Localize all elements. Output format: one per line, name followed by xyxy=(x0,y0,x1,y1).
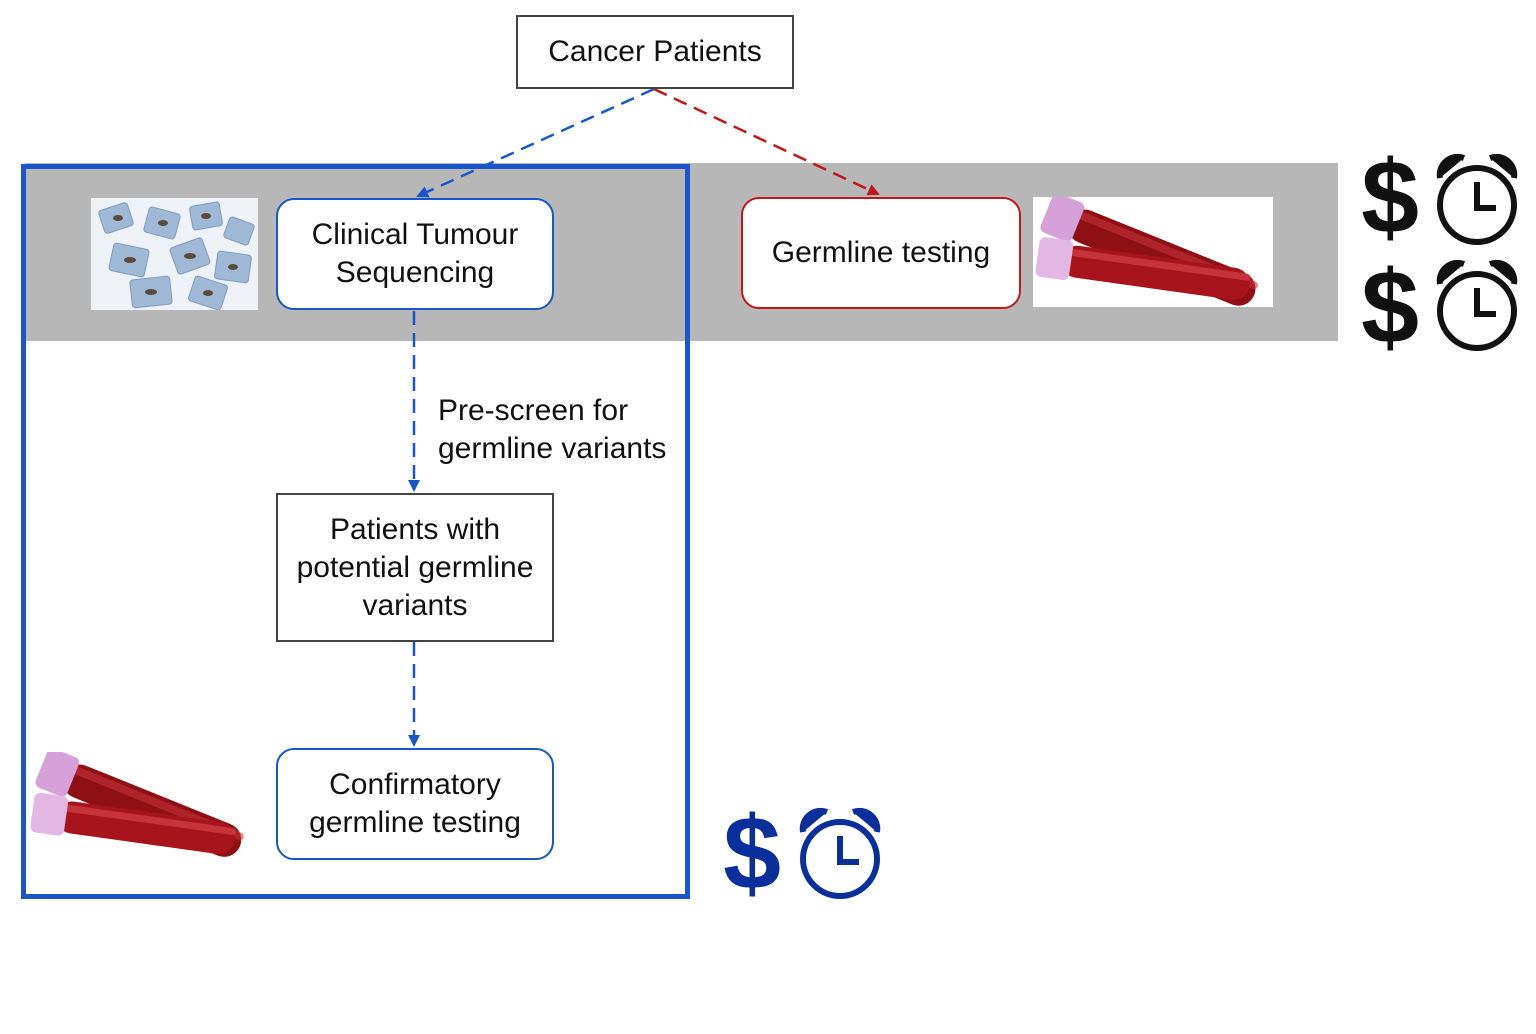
patients-potential-germline-node: Patients with potential germline variant… xyxy=(276,493,554,642)
alarm-clock-icon xyxy=(1436,259,1518,351)
arrow-to-clinical-tumour xyxy=(416,87,655,198)
prescreen-edge-label: Pre-screen for germline variants xyxy=(438,392,666,468)
confirm-label-line2: germline testing xyxy=(309,806,521,839)
germline-testing-node: Germline testing xyxy=(741,197,1021,309)
cancer-patients-label: Cancer Patients xyxy=(548,35,762,68)
arrow-to-germline-testing xyxy=(653,87,880,196)
prescreen-label-line2: germline variants xyxy=(438,432,667,465)
dollar-icon: $ xyxy=(723,796,781,912)
dollar-icon: $ xyxy=(1361,140,1419,256)
clinical-tumour-label-line2: Sequencing xyxy=(335,256,495,289)
blood-tube-icon xyxy=(28,752,258,860)
blood-tube-icon xyxy=(1033,197,1273,307)
patients-label-line2: potential germline xyxy=(296,550,534,584)
alarm-clock-icon xyxy=(1436,153,1518,245)
cancer-patients-node: Cancer Patients xyxy=(516,15,794,89)
tissue-slides-icon xyxy=(91,198,258,310)
tumour-sequencing-path-frame xyxy=(21,164,690,899)
prescreen-label-line1: Pre-screen for xyxy=(438,394,629,427)
alarm-clock-icon xyxy=(799,807,881,899)
clinical-tumour-label-line1: Clinical Tumour xyxy=(311,218,519,251)
patients-label-line1: Patients with xyxy=(329,512,501,546)
dollar-icon: $ xyxy=(1361,250,1419,366)
germline-testing-label: Germline testing xyxy=(771,236,991,269)
confirm-label-line1: Confirmatory xyxy=(329,768,501,801)
clinical-tumour-sequencing-node: Clinical Tumour Sequencing xyxy=(276,198,554,310)
confirmatory-germline-node: Confirmatory germline testing xyxy=(276,748,554,860)
patients-label-line3: variants xyxy=(362,588,468,622)
